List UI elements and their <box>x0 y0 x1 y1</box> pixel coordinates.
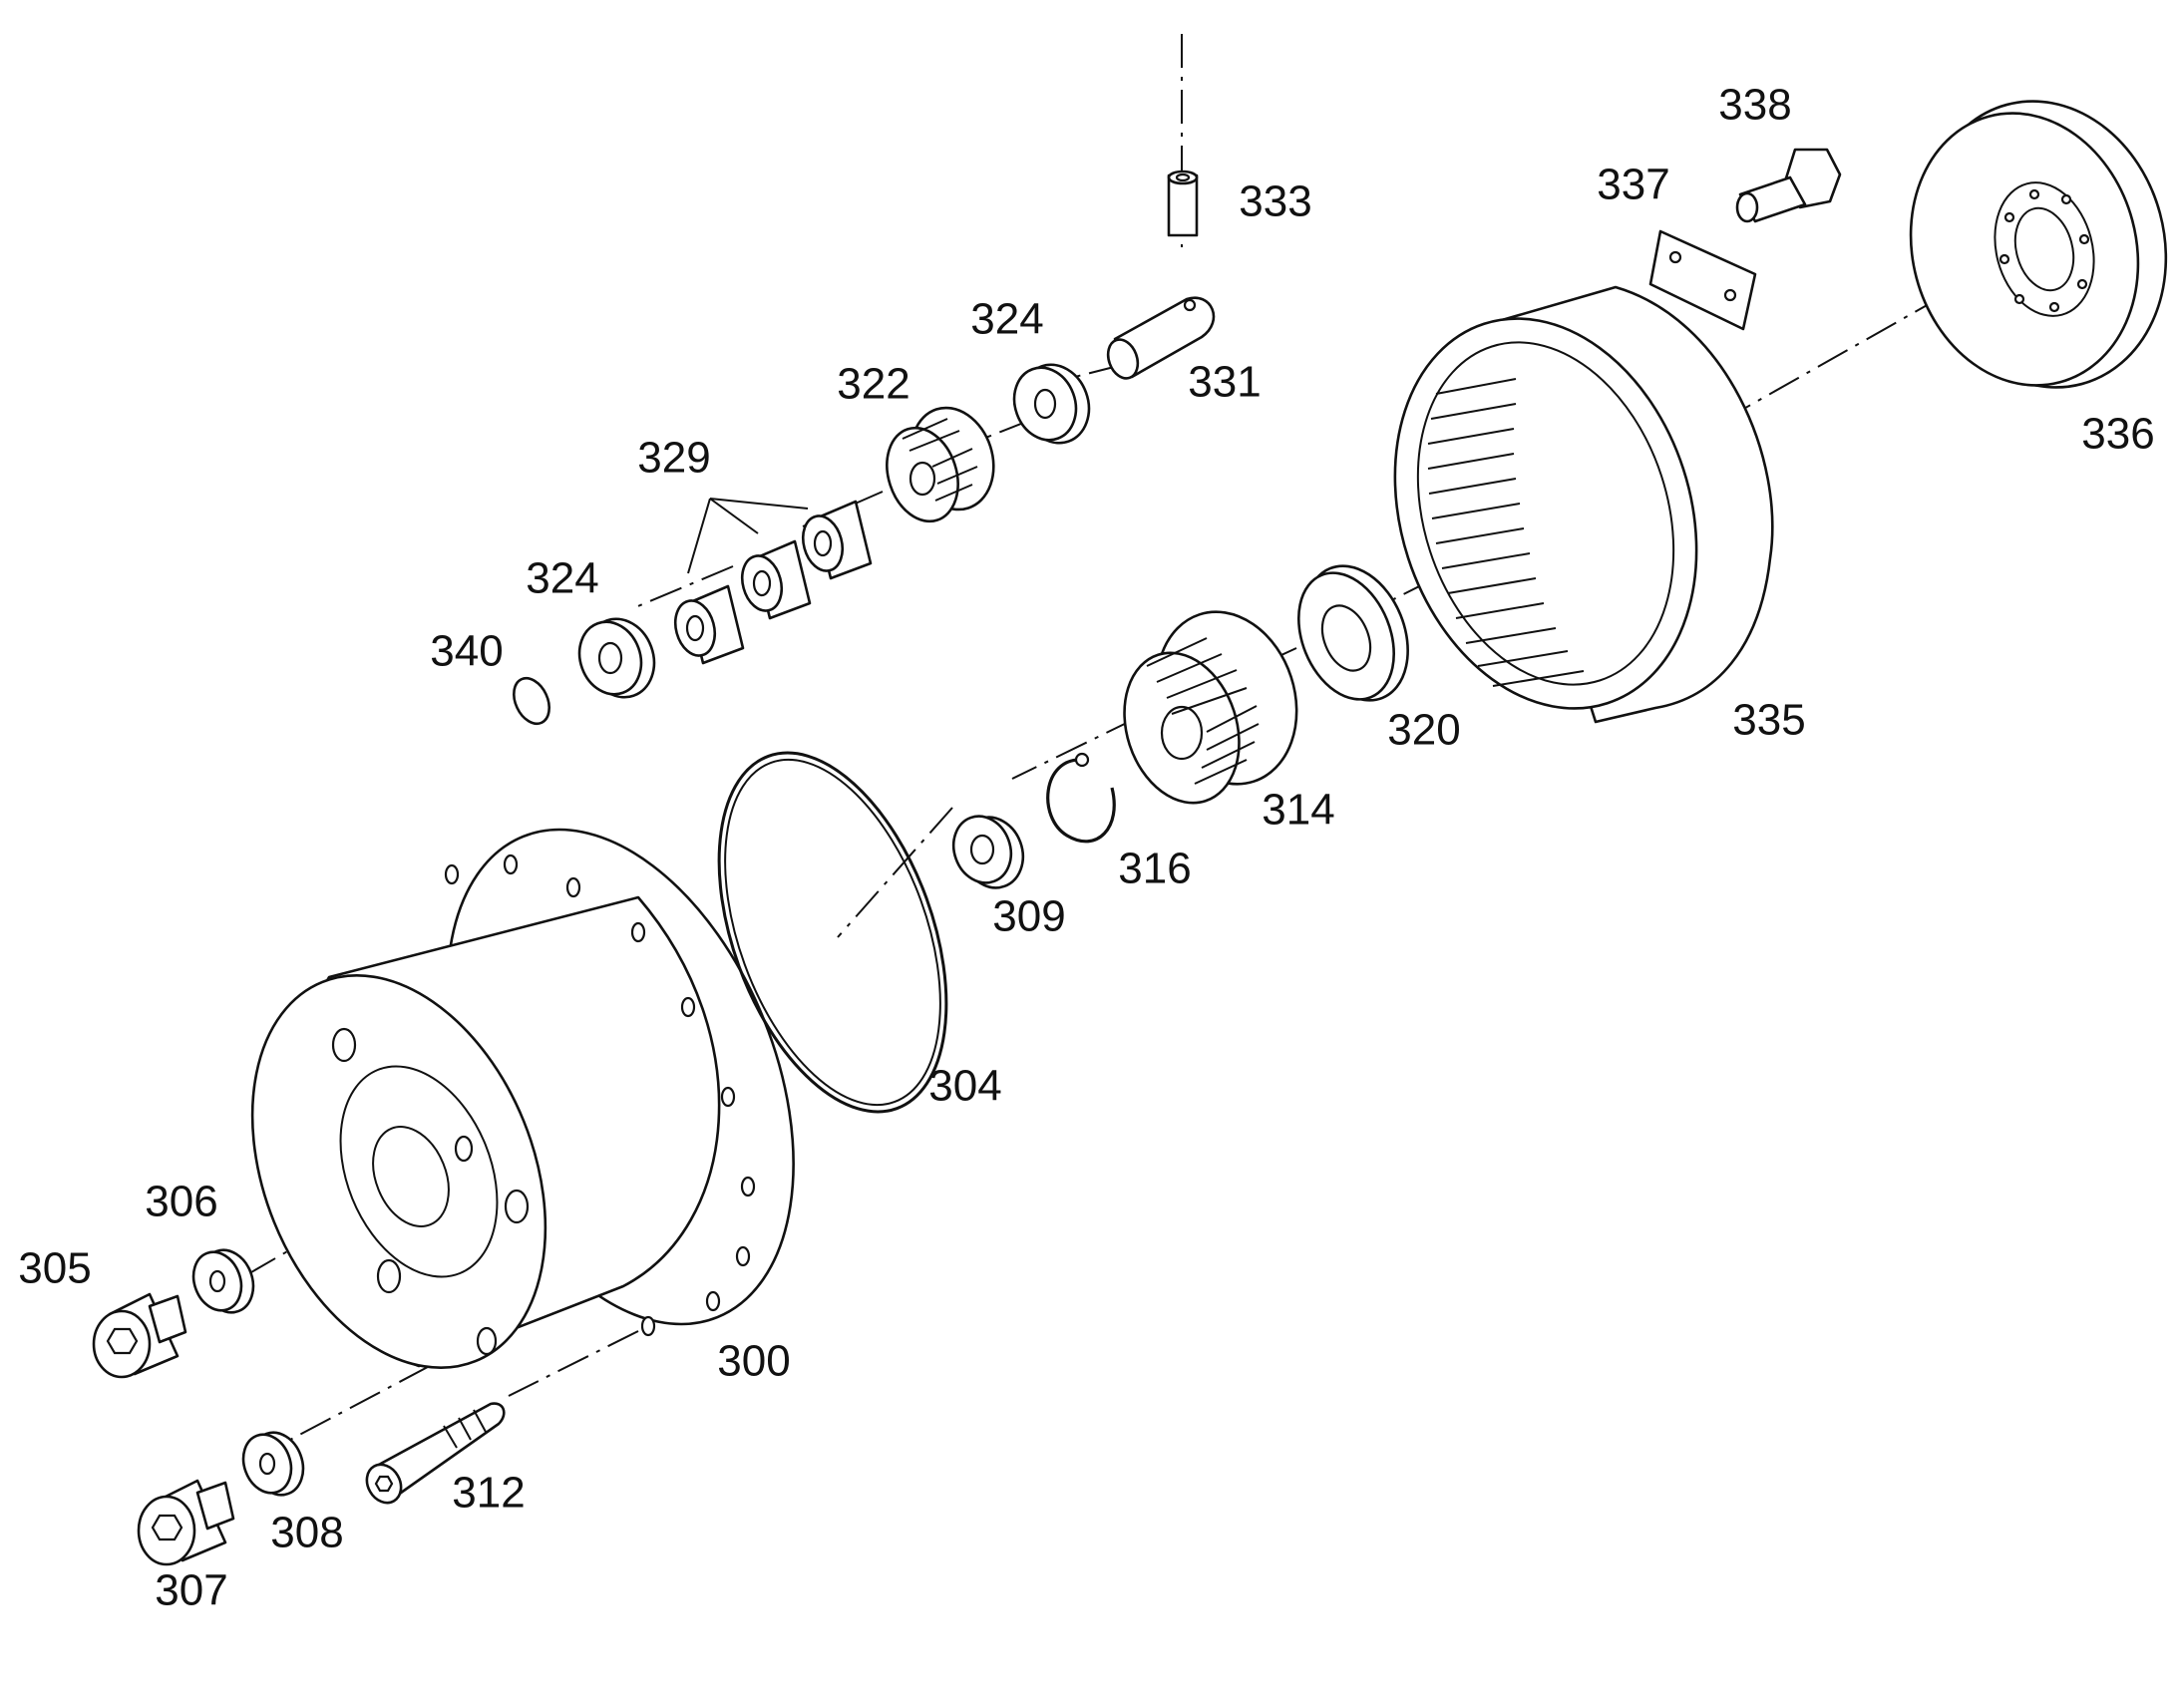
label-316: 316 <box>1118 845 1191 893</box>
label-329-leaders <box>687 498 809 574</box>
label-307: 307 <box>155 1566 227 1615</box>
needle-bearing-329-b <box>740 539 812 620</box>
label-324-top: 324 <box>970 295 1043 344</box>
circlip-316-eye <box>1074 752 1090 768</box>
snap-ring-340 <box>513 676 550 726</box>
label-320: 320 <box>1387 706 1460 755</box>
label-340: 340 <box>430 627 503 676</box>
o-ring-304 <box>717 751 948 1114</box>
label-305: 305 <box>18 1244 91 1293</box>
label-338: 338 <box>1718 81 1791 130</box>
flange-holes <box>444 854 756 1337</box>
washer-308 <box>241 1431 305 1497</box>
socket-bolt-307 <box>137 1479 235 1566</box>
label-314: 314 <box>1262 786 1334 835</box>
thrust-washer-324-top <box>1012 363 1091 445</box>
hex-bolt-338 <box>1735 148 1842 223</box>
label-306: 306 <box>145 1178 217 1226</box>
planet-pin-331 <box>1106 296 1216 380</box>
ring-gear-inner <box>1416 341 1675 686</box>
thrust-washer-324-left <box>577 617 656 699</box>
output-gear-336 <box>1909 100 2168 389</box>
washer-306 <box>191 1248 255 1314</box>
circlip-316 <box>1046 758 1116 844</box>
ring-gear-internal-teeth <box>1427 378 1585 687</box>
o-ring-304-inner <box>724 758 941 1107</box>
sun-gear-314 <box>1123 610 1298 805</box>
housing-hole <box>504 1189 530 1224</box>
gear-teeth <box>1146 637 1260 785</box>
label-335: 335 <box>1732 696 1805 745</box>
label-324-left: 324 <box>526 554 598 603</box>
housing-hole <box>476 1326 498 1356</box>
axis-line <box>632 565 734 609</box>
housing-hole <box>454 1135 474 1163</box>
label-322: 322 <box>837 360 909 409</box>
label-336: 336 <box>2081 410 2154 459</box>
planet-gear-322 <box>886 406 995 523</box>
socket-bolt-312 <box>365 1402 506 1505</box>
ring-gear-face <box>1393 317 1698 710</box>
label-331: 331 <box>1188 358 1261 407</box>
thrust-washer-320 <box>1296 564 1409 702</box>
needle-bearing-329-c <box>801 500 873 580</box>
housing-face <box>250 974 547 1369</box>
label-337: 337 <box>1597 161 1669 209</box>
label-312: 312 <box>452 1469 525 1518</box>
label-333: 333 <box>1239 177 1311 226</box>
lock-plate-337 <box>1648 229 1757 331</box>
label-300: 300 <box>717 1337 790 1386</box>
label-309: 309 <box>992 892 1065 941</box>
bearing-309 <box>951 815 1025 889</box>
part-labels: 300 304 305 306 307 308 309 312 314 316 … <box>18 81 2154 1615</box>
housing-hole <box>331 1027 357 1063</box>
label-304: 304 <box>928 1062 1001 1111</box>
output-gear-bolt-holes <box>1998 188 2090 313</box>
label-308: 308 <box>270 1509 343 1557</box>
socket-bolt-305 <box>92 1292 187 1379</box>
needle-bearing-329-a <box>673 584 745 665</box>
ring-gear-335 <box>1393 285 1774 724</box>
axis-line <box>837 807 953 938</box>
housing-bore <box>372 1126 450 1227</box>
axis-line <box>1739 294 1946 412</box>
housing-300 <box>250 828 795 1369</box>
axis-line <box>1011 717 1138 780</box>
label-329: 329 <box>637 434 710 483</box>
housing-hub <box>339 1065 499 1278</box>
axis-line <box>508 1330 639 1397</box>
housing-hole <box>376 1258 402 1294</box>
axis-line <box>268 1339 480 1452</box>
bushing-333 <box>1167 170 1199 237</box>
